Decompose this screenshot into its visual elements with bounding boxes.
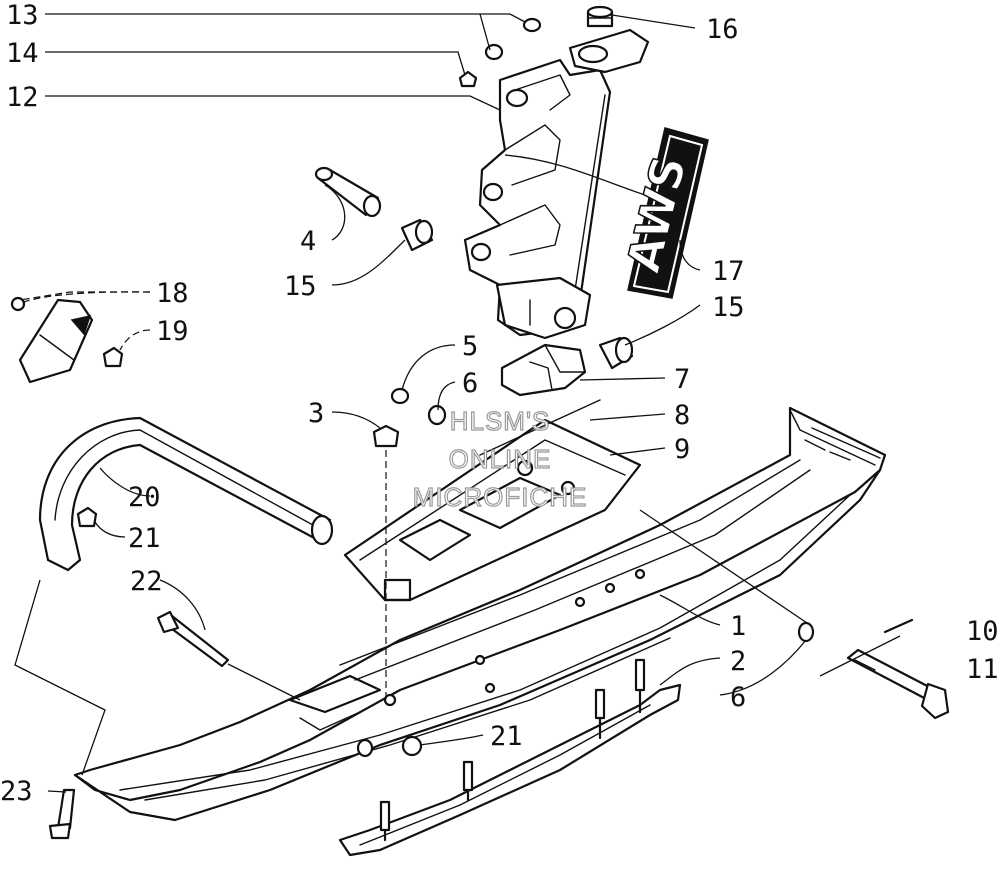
watermark: HLSM'S ONLINE MICROFICHE bbox=[412, 405, 588, 512]
callout-6a: 6 bbox=[462, 368, 478, 399]
callout-3: 3 bbox=[308, 398, 324, 429]
washer-13a bbox=[522, 17, 542, 33]
callout-20: 20 bbox=[128, 482, 161, 513]
pin-4 bbox=[314, 166, 382, 218]
callout-17: 17 bbox=[712, 256, 745, 287]
wear-bar bbox=[338, 658, 682, 857]
callout-1: 1 bbox=[730, 611, 746, 642]
callout-4: 4 bbox=[300, 226, 316, 257]
callout-14: 14 bbox=[6, 38, 39, 69]
watermark-line-1: HLSM'S bbox=[450, 406, 551, 436]
washer-6b bbox=[797, 621, 815, 643]
cotter-pin-10 bbox=[883, 618, 914, 634]
callout-5: 5 bbox=[462, 331, 478, 362]
callout-22: 22 bbox=[130, 566, 163, 597]
watermark-line-3: MICROFICHE bbox=[413, 482, 588, 512]
watermark-line-2: ONLINE bbox=[449, 444, 552, 474]
ski-saddle bbox=[343, 399, 642, 602]
callout-19: 19 bbox=[156, 316, 189, 347]
callout-16: 16 bbox=[706, 14, 739, 45]
cap-16 bbox=[586, 5, 614, 28]
bushing-15b bbox=[598, 336, 634, 370]
bolt-23 bbox=[48, 788, 76, 840]
washer-13b bbox=[484, 43, 504, 61]
washer-6a bbox=[427, 404, 447, 426]
nut-5 bbox=[390, 387, 410, 405]
aws-decal: AWS bbox=[615, 127, 709, 299]
block-7 bbox=[500, 343, 587, 397]
callout-15a: 15 bbox=[284, 271, 317, 302]
bushing-15a bbox=[400, 218, 434, 252]
callout-2: 2 bbox=[730, 646, 746, 677]
ski-handle bbox=[38, 416, 334, 572]
callout-8: 8 bbox=[674, 400, 690, 431]
callout-12: 12 bbox=[6, 82, 39, 113]
nut-3 bbox=[372, 424, 400, 448]
callout-15b: 15 bbox=[712, 292, 745, 323]
callout-21a: 21 bbox=[128, 523, 161, 554]
ski bbox=[73, 406, 887, 822]
bracket-18 bbox=[10, 296, 94, 384]
nut-21b bbox=[401, 735, 423, 757]
callout-21b: 21 bbox=[490, 721, 523, 752]
callout-6b: 6 bbox=[730, 682, 746, 713]
callout-18: 18 bbox=[156, 278, 189, 309]
callout-11: 11 bbox=[966, 654, 999, 685]
bolt-11 bbox=[846, 648, 950, 720]
nut-19 bbox=[102, 346, 124, 368]
callout-9: 9 bbox=[674, 434, 690, 465]
callout-7: 7 bbox=[674, 364, 690, 395]
callout-13: 13 bbox=[6, 0, 39, 31]
nut-21a bbox=[76, 506, 98, 528]
callout-23: 23 bbox=[0, 776, 33, 807]
spindle bbox=[463, 28, 650, 340]
bolt-22 bbox=[156, 610, 230, 668]
nut-14 bbox=[458, 70, 478, 88]
callout-10: 10 bbox=[966, 616, 999, 647]
